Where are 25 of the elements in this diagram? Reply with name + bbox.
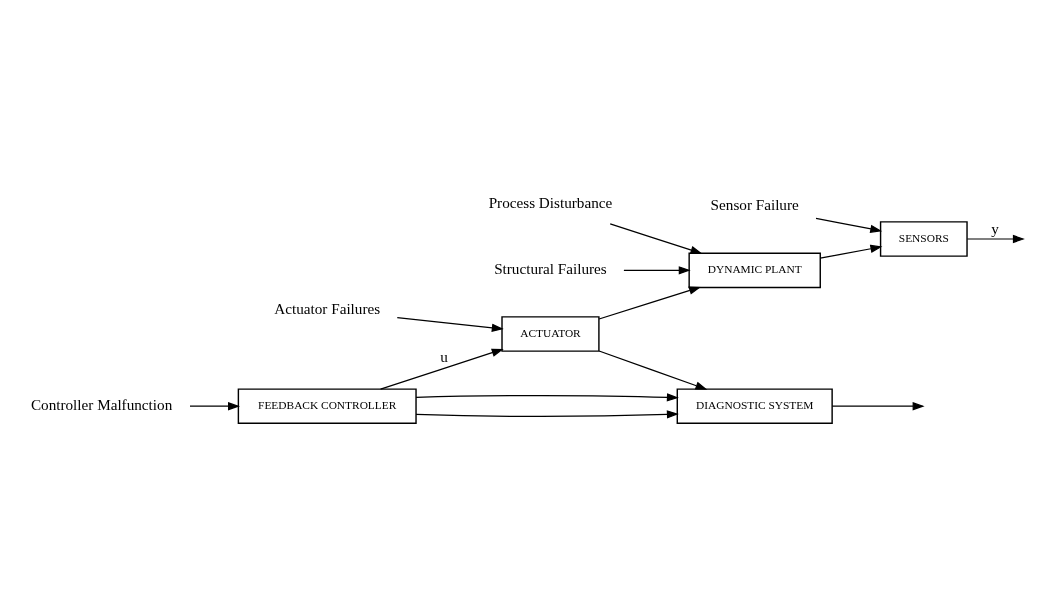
node-text: Actuator Failures [274,299,381,317]
edge-label: y [991,220,999,238]
node-text: Sensor Failure [710,196,799,214]
arrow [819,244,883,259]
node-box: SENSORS [879,221,968,257]
arrow [415,410,679,419]
node-box: DYNAMIC PLANT [688,252,821,289]
node-text: Structural Failures [494,259,607,277]
arrow [609,223,703,255]
node-text: Process Disturbance [488,194,613,212]
arrow [815,217,883,233]
arrow [623,266,691,275]
arrow [189,402,240,411]
arrow [598,350,708,390]
node-box: FEEDBACK CONTROLLER [237,388,417,424]
node-text: Controller Malfunction [30,395,173,413]
arrow [966,234,1025,244]
node-box: DIAGNOSTIC SYSTEM [676,388,833,424]
arrow [380,348,504,390]
arrow [396,317,504,332]
edge-label: u [440,348,448,366]
node-box: ACTUATOR [501,316,600,352]
arrow [831,402,925,411]
arrow [598,286,701,320]
arrow [415,393,679,402]
